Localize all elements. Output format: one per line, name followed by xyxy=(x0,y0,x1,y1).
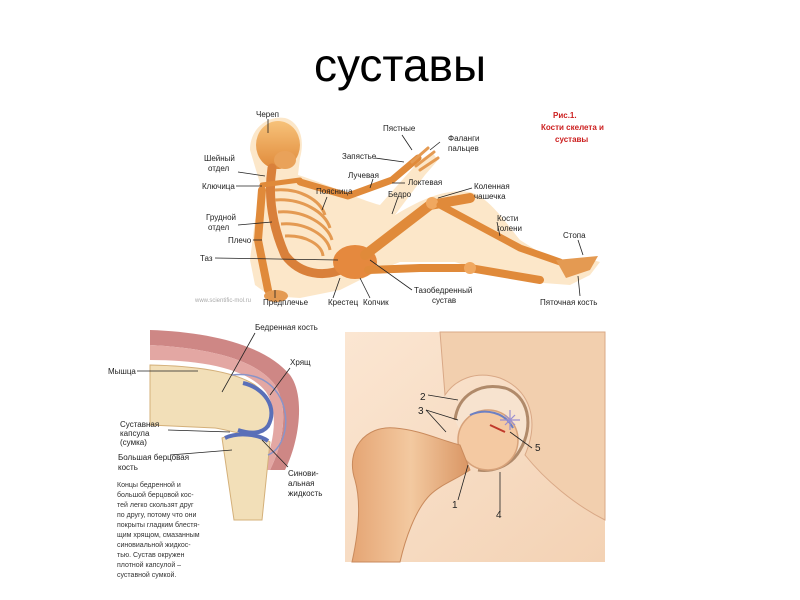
hip-figure xyxy=(345,331,606,563)
label-synovial-1: Синови- xyxy=(288,469,319,478)
caption-line: синовиальной жидкос- xyxy=(117,541,191,549)
label-cartilage: Хрящ xyxy=(290,358,311,367)
label-shin-2: голени xyxy=(497,224,522,233)
femur-head xyxy=(457,409,519,471)
hip-cartilage xyxy=(469,410,514,429)
label-tibia-1: Большая берцовая xyxy=(118,453,189,462)
ribcage xyxy=(274,188,334,257)
caption-line: покрыты гладким блестя- xyxy=(117,521,200,529)
lower-leg-bone xyxy=(364,264,544,284)
jaw-bone xyxy=(274,151,296,169)
foot-bone xyxy=(556,256,598,278)
label-heel: Пяточная кость xyxy=(540,298,597,307)
hand-bones xyxy=(410,146,440,172)
label-radius: Лучевая xyxy=(348,171,379,180)
hip-label-1: 1 xyxy=(452,500,458,511)
knee-figure xyxy=(149,330,300,521)
hip-label-5: 5 xyxy=(535,443,541,454)
label-muscle: Мышца xyxy=(108,367,136,376)
hip-ligament xyxy=(500,410,520,430)
knee-caption: Концы бедренной и большой берцовой кос- … xyxy=(117,481,200,579)
label-lumbar: Поясница xyxy=(316,187,353,196)
slide-title: суставы xyxy=(313,39,487,91)
label-forearm: Предплечье xyxy=(263,298,309,307)
label-synovial-2: альная xyxy=(288,479,314,488)
caption-line: тей легко скользят друг xyxy=(117,501,194,509)
caption-line: тью. Сустав окружен xyxy=(117,552,185,559)
label-kneecap-2: чашечка xyxy=(474,192,506,201)
caption-line: по другу, потому что они xyxy=(117,512,197,519)
lower-knee-bone xyxy=(464,262,476,274)
tibia-bone xyxy=(221,434,271,521)
skeleton-leader-lines xyxy=(214,119,584,299)
label-skull: Череп xyxy=(256,110,279,119)
hip-number-labels: 1 2 3 4 5 xyxy=(418,392,541,521)
knee-leader-lines xyxy=(137,332,291,468)
pelvis-socket-bone xyxy=(439,331,606,521)
label-tibia-2: кость xyxy=(118,463,138,472)
hip-label-2: 2 xyxy=(420,392,426,403)
label-elbow: Локтевая xyxy=(408,178,442,187)
knee-labels: Бедренная кость Мышца Хрящ Суставная кап… xyxy=(108,323,322,498)
label-shin-1: Кости xyxy=(497,214,518,223)
figure-title-1: Рис.1. xyxy=(553,111,577,120)
femur-cartilage xyxy=(237,381,274,435)
label-clavicle: Ключица xyxy=(202,182,235,191)
label-synovial-3: жидкость xyxy=(288,489,322,498)
hip-label-4: 4 xyxy=(496,510,502,521)
shin-bone xyxy=(436,201,564,266)
label-thigh: Бедро xyxy=(388,190,412,199)
femur-shaft xyxy=(351,427,471,563)
caption-line: большой берцовой кос- xyxy=(117,491,194,499)
label-cervical-2: отдел xyxy=(208,164,230,173)
label-femur: Бедренная кость xyxy=(255,323,318,332)
label-capsule-3: (сумка) xyxy=(120,438,147,447)
label-kneecap-1: Коленная xyxy=(474,182,510,191)
spine-bone xyxy=(266,163,350,279)
hip-label-3: 3 xyxy=(418,406,424,417)
joint-capsule xyxy=(231,373,287,456)
clavicle-bone xyxy=(259,177,303,188)
label-phalanges-1: Фаланги xyxy=(448,134,479,143)
label-coccyx: Копчик xyxy=(363,298,389,307)
label-hip-joint-1: Тазобедренный xyxy=(414,286,472,295)
label-phalanges-2: пальцев xyxy=(448,144,479,153)
label-thoracic-2: отдел xyxy=(208,223,230,232)
caption-line: щим хрящом, смазанным xyxy=(117,532,200,539)
label-cervical-1: Шейный xyxy=(204,154,235,163)
tibia-cartilage xyxy=(224,432,270,443)
label-wrist: Запястье xyxy=(342,152,377,161)
label-foot: Стопа xyxy=(563,231,586,240)
muscle-band xyxy=(150,330,300,470)
skeleton-figure xyxy=(250,117,600,302)
caption-line: плотной капсулой – xyxy=(117,561,181,569)
label-thoracic-1: Грудной xyxy=(206,213,236,222)
back-hand-bone xyxy=(264,290,288,302)
caption-line: Концы бедренной и xyxy=(117,481,181,489)
hip-vessel xyxy=(489,424,506,433)
kneecap-bone xyxy=(426,197,438,209)
label-hip-joint-2: сустав xyxy=(432,296,456,305)
caption-line: суставной сумкой. xyxy=(117,571,176,579)
label-sacrum: Крестец xyxy=(328,298,359,307)
label-shoulder: Плечо xyxy=(228,236,252,245)
figure-title-3: суставы xyxy=(555,135,588,144)
hip-leader-lines xyxy=(425,394,533,512)
label-metacarpal: Пястные xyxy=(383,124,416,133)
label-capsule-1: Суставная xyxy=(120,420,159,429)
label-pelvis: Таз xyxy=(200,254,213,263)
watermark: www.scientific-mol.ru xyxy=(194,298,251,304)
skeleton-labels: Череп Шейный отдел Ключица Грудной отдел… xyxy=(194,110,604,307)
figure-title-2: Кости скелета и xyxy=(541,123,604,132)
muscle-inner xyxy=(150,345,284,470)
label-capsule-2: капсула xyxy=(120,429,150,438)
